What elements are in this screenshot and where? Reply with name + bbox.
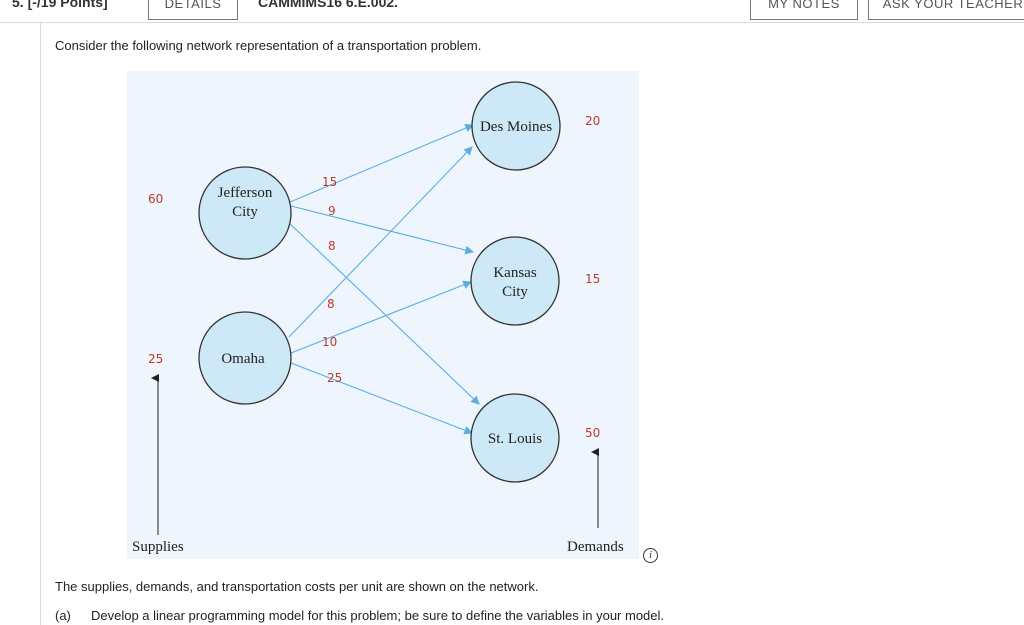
question-header: 5. [-/19 Points] DETAILS CAMMIMS16 6.E.0… [0, 0, 1024, 23]
part-a-text: Develop a linear programming model for t… [91, 608, 665, 623]
arc-omaha-kansas-city [290, 280, 473, 354]
question-intro: Consider the following network represent… [55, 38, 482, 53]
node-st-louis: St. Louis [470, 393, 560, 483]
points-label: 5. [-/19 Points] [12, 0, 108, 10]
ask-teacher-button[interactable]: ASK YOUR TEACHER [868, 0, 1024, 20]
demands-label: Demands [567, 539, 624, 555]
cost-jefferson-st-louis: 8 [328, 239, 336, 253]
demand-st-louis: 50 [585, 426, 600, 440]
node-label-line: Kansas [493, 265, 536, 281]
arc-jefferson-des-moines [289, 123, 475, 203]
cost-omaha-st-louis: 25 [327, 371, 342, 385]
supplies-label: Supplies [132, 539, 184, 555]
node-label-line: City [232, 204, 258, 220]
arc-omaha-st-louis [290, 362, 474, 435]
node-omaha: Omaha [198, 311, 292, 405]
question-statement: The supplies, demands, and transportatio… [55, 579, 539, 594]
node-label-line: Omaha [221, 351, 265, 367]
demand-des-moines: 20 [585, 114, 600, 128]
question-part-a: (a) Develop a linear programming model fo… [55, 608, 664, 623]
supply-jefferson-city: 60 [148, 192, 163, 206]
details-button[interactable]: DETAILS [148, 0, 238, 20]
demand-kansas-city: 15 [585, 272, 600, 286]
info-icon[interactable]: i [643, 548, 658, 563]
my-notes-button[interactable]: MY NOTES [750, 0, 858, 20]
left-divider [40, 23, 41, 625]
supply-omaha: 25 [148, 352, 163, 366]
network-figure: 15 9 8 8 10 25 Jefferson City Omaha Des … [127, 71, 639, 559]
part-a-label: (a) [55, 608, 71, 623]
arc-omaha-des-moines [288, 146, 473, 338]
cost-jefferson-kansas-city: 9 [328, 204, 336, 218]
arc-jefferson-st-louis [286, 220, 480, 405]
node-des-moines: Des Moines [471, 81, 561, 171]
cost-jefferson-des-moines: 15 [322, 175, 337, 189]
node-label-line: Des Moines [480, 119, 552, 135]
cost-omaha-kansas-city: 10 [322, 335, 337, 349]
node-kansas-city: Kansas City [470, 236, 560, 326]
node-label-line: Jefferson [218, 185, 273, 201]
network-diagram: 15 9 8 8 10 25 Jefferson City Omaha Des … [132, 81, 624, 555]
node-label-line: City [502, 284, 528, 300]
node-jefferson-city: Jefferson City [198, 166, 292, 260]
node-label-line: St. Louis [488, 431, 542, 447]
arc-jefferson-kansas-city [290, 205, 475, 255]
cost-omaha-des-moines: 8 [327, 297, 335, 311]
problem-code: CAMMIMS16 6.E.002. [258, 0, 399, 10]
